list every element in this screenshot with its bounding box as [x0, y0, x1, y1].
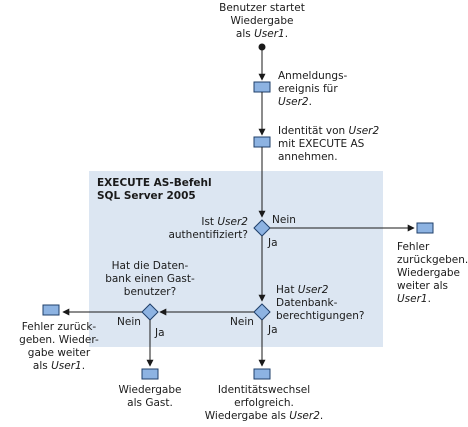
login-event-node	[253, 81, 271, 93]
success-line1: Identitätswechsel	[218, 384, 310, 396]
login-event-line3: User2.	[278, 96, 312, 108]
execute-as-region	[89, 171, 383, 347]
error-left-line1: Fehler zurück-	[22, 321, 97, 333]
region-title-line1: EXECUTE AS-Befehl	[97, 177, 212, 189]
success-line3: Wiedergabe als User2.	[205, 410, 323, 422]
decision-guest-yes: Ja	[154, 327, 165, 339]
decision-auth-yes: Ja	[267, 237, 278, 249]
error-left-line2: geben. Wieder-	[19, 334, 99, 346]
decision-auth-line2: authentifiziert?	[168, 229, 248, 241]
decision-perm-line2: Datenbank-	[276, 297, 338, 309]
error-left-line4: als User1.	[33, 360, 85, 372]
decision-perm-line3: berechtigungen?	[276, 310, 364, 322]
impersonate-node	[253, 136, 271, 148]
guest-result-node	[141, 368, 159, 380]
error-right-line3: Wiedergabe	[397, 267, 460, 279]
decision-guest-line3: benutzer?	[124, 286, 176, 298]
impersonate-line1: Identität von User2	[278, 125, 379, 137]
region-title-line2: SQL Server 2005	[97, 190, 196, 202]
start-label-line2: Wiedergabe	[230, 15, 293, 27]
error-left-node	[42, 304, 60, 316]
start-node	[258, 43, 266, 51]
error-right-line2: zurückgeben.	[397, 254, 468, 266]
login-event-line2: ereignis für	[278, 83, 338, 95]
decision-auth-no: Nein	[272, 214, 296, 226]
decision-perm-line1: Hat User2	[276, 284, 329, 296]
decision-perm-no: Nein	[230, 316, 254, 328]
decision-perm-yes: Ja	[267, 324, 278, 336]
error-right-line4: weiter als	[397, 280, 448, 292]
decision-guest-no: Nein	[117, 316, 141, 328]
decision-guest-line2: bank einen Gast-	[105, 273, 195, 285]
decision-guest-line1: Hat die Daten-	[112, 260, 189, 272]
decision-auth-line1: Ist User2	[201, 216, 248, 228]
error-right-line1: Fehler	[397, 241, 430, 253]
start-label-line3: als User1.	[236, 28, 288, 40]
impersonate-line3: annehmen.	[278, 151, 338, 163]
error-left-line3: gabe weiter	[28, 347, 91, 359]
success-line2: erfolgreich.	[234, 397, 294, 409]
start-label-line1: Benutzer startet	[219, 2, 305, 14]
error-right-node	[416, 222, 434, 234]
error-right-line5: User1.	[397, 293, 431, 305]
guest-result-line2: als Gast.	[127, 397, 173, 409]
success-node	[253, 368, 271, 380]
guest-result-line1: Wiedergabe	[118, 384, 181, 396]
impersonate-line2: mit EXECUTE AS	[278, 138, 365, 150]
login-event-line1: Anmeldungs-	[278, 70, 348, 82]
